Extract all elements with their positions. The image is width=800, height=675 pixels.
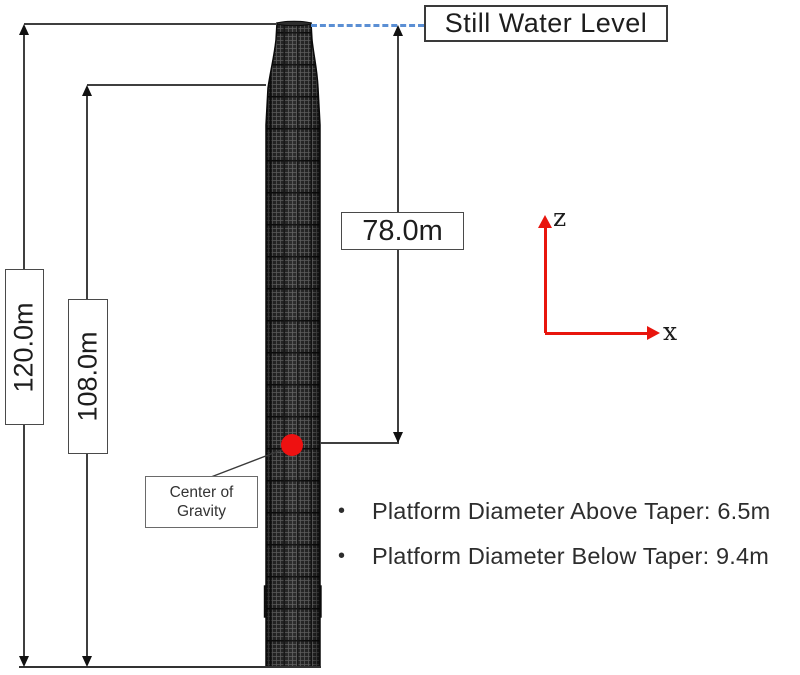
cg-text-line1: Center of	[169, 484, 234, 501]
dim-78-label: 78.0m	[341, 212, 464, 250]
center-of-gravity-label: Center of Gravity	[145, 476, 258, 528]
note-text: Platform Diameter Below Taper: 9.4m	[372, 543, 770, 569]
platform-top-cap	[276, 20, 312, 27]
note-text: Platform Diameter Above Taper: 6.5m	[372, 498, 771, 524]
note-diameter-below-taper: • Platform Diameter Below Taper: 9.4m	[338, 543, 769, 570]
dim-108-arrow-down-icon	[82, 656, 92, 667]
note-diameter-above-taper: • Platform Diameter Above Taper: 6.5m	[338, 498, 770, 525]
still-water-level-label: Still Water Level	[424, 5, 668, 42]
z-axis-label: z	[553, 203, 567, 232]
platform-hull	[265, 20, 321, 668]
dim-120-top-tick	[24, 23, 277, 25]
dim-78-text: 78.0m	[362, 214, 443, 247]
dim-120-arrow-up-icon	[19, 24, 29, 35]
dim-78-bottom-tick	[320, 442, 399, 444]
cg-leader-line	[210, 448, 285, 478]
still-water-level-text: Still Water Level	[444, 8, 648, 38]
bullet-icon: •	[338, 500, 346, 522]
dim-108-arrow-up-icon	[82, 85, 92, 96]
dim-78-arrow-up-icon	[393, 25, 403, 36]
dim-120-text: 120.0m	[9, 301, 39, 393]
still-water-dashed-line	[311, 24, 424, 27]
x-axis-label: x	[663, 317, 678, 346]
dim-108-top-tick	[87, 84, 266, 86]
center-of-gravity-marker	[281, 434, 303, 456]
bullet-icon: •	[338, 545, 346, 567]
z-axis-line	[543, 226, 547, 333]
dim-108-label: 108.0m	[68, 299, 108, 454]
dim-120-label: 120.0m	[5, 269, 44, 425]
dim-78-arrow-down-icon	[393, 432, 403, 443]
dim-120-arrow-down-icon	[19, 656, 29, 667]
dim-108-text: 108.0m	[72, 331, 103, 422]
x-axis-arrow-icon	[647, 326, 660, 340]
z-axis-arrow-icon	[538, 215, 552, 228]
baseline	[19, 666, 321, 669]
x-axis-line	[545, 331, 649, 335]
cg-text-line2: Gravity	[176, 503, 227, 520]
